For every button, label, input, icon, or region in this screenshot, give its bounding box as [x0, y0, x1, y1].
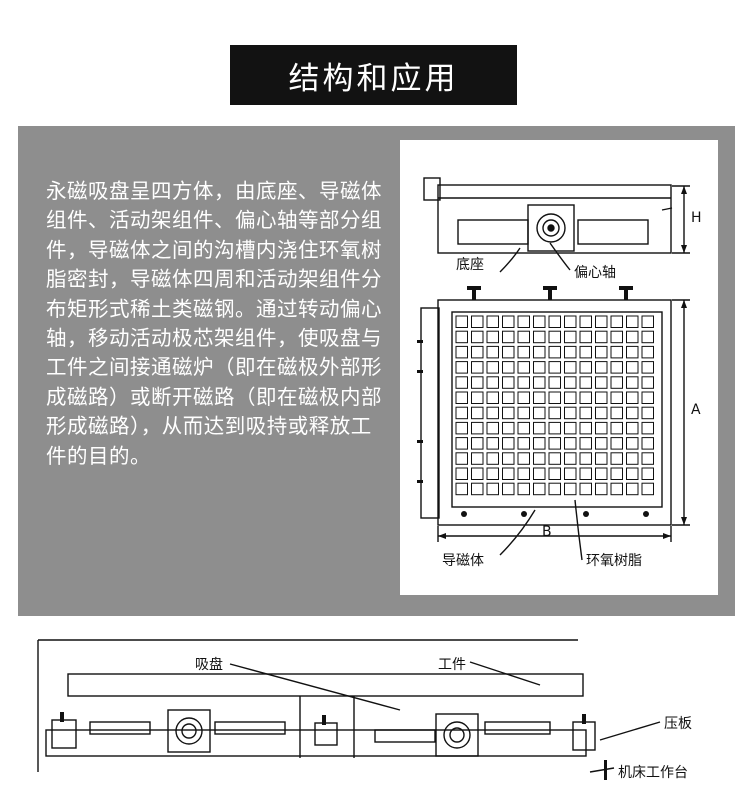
dimension-b: B — [542, 524, 552, 540]
label-eccentric-shaft: 偏心轴 — [574, 265, 616, 281]
label-base: 底座 — [456, 257, 484, 273]
description-text: 永磁吸盘呈四方体，由底座、导磁体组件、活动架组件、偏心轴等部分组件，导磁体之间的… — [46, 179, 382, 468]
magnetic-pole-grid — [455, 315, 654, 496]
dimension-h: H — [691, 210, 702, 226]
label-epoxy-resin: 环氧树脂 — [586, 553, 642, 569]
chuck-structure-drawing — [417, 177, 690, 561]
dimension-a: A — [691, 402, 701, 418]
chuck-structure-diagram: 底座 偏心轴 H A B 导磁体 环氧树脂 — [400, 140, 718, 595]
label-workpiece: 工件 — [438, 657, 466, 673]
label-chuck: 吸盘 — [195, 657, 223, 673]
label-magnetic-conductor: 导磁体 — [442, 553, 484, 569]
label-clamp: 压板 — [664, 716, 692, 732]
section-title: 结构和应用 — [230, 45, 517, 105]
label-machine-table: 机床工作台 — [618, 765, 688, 781]
